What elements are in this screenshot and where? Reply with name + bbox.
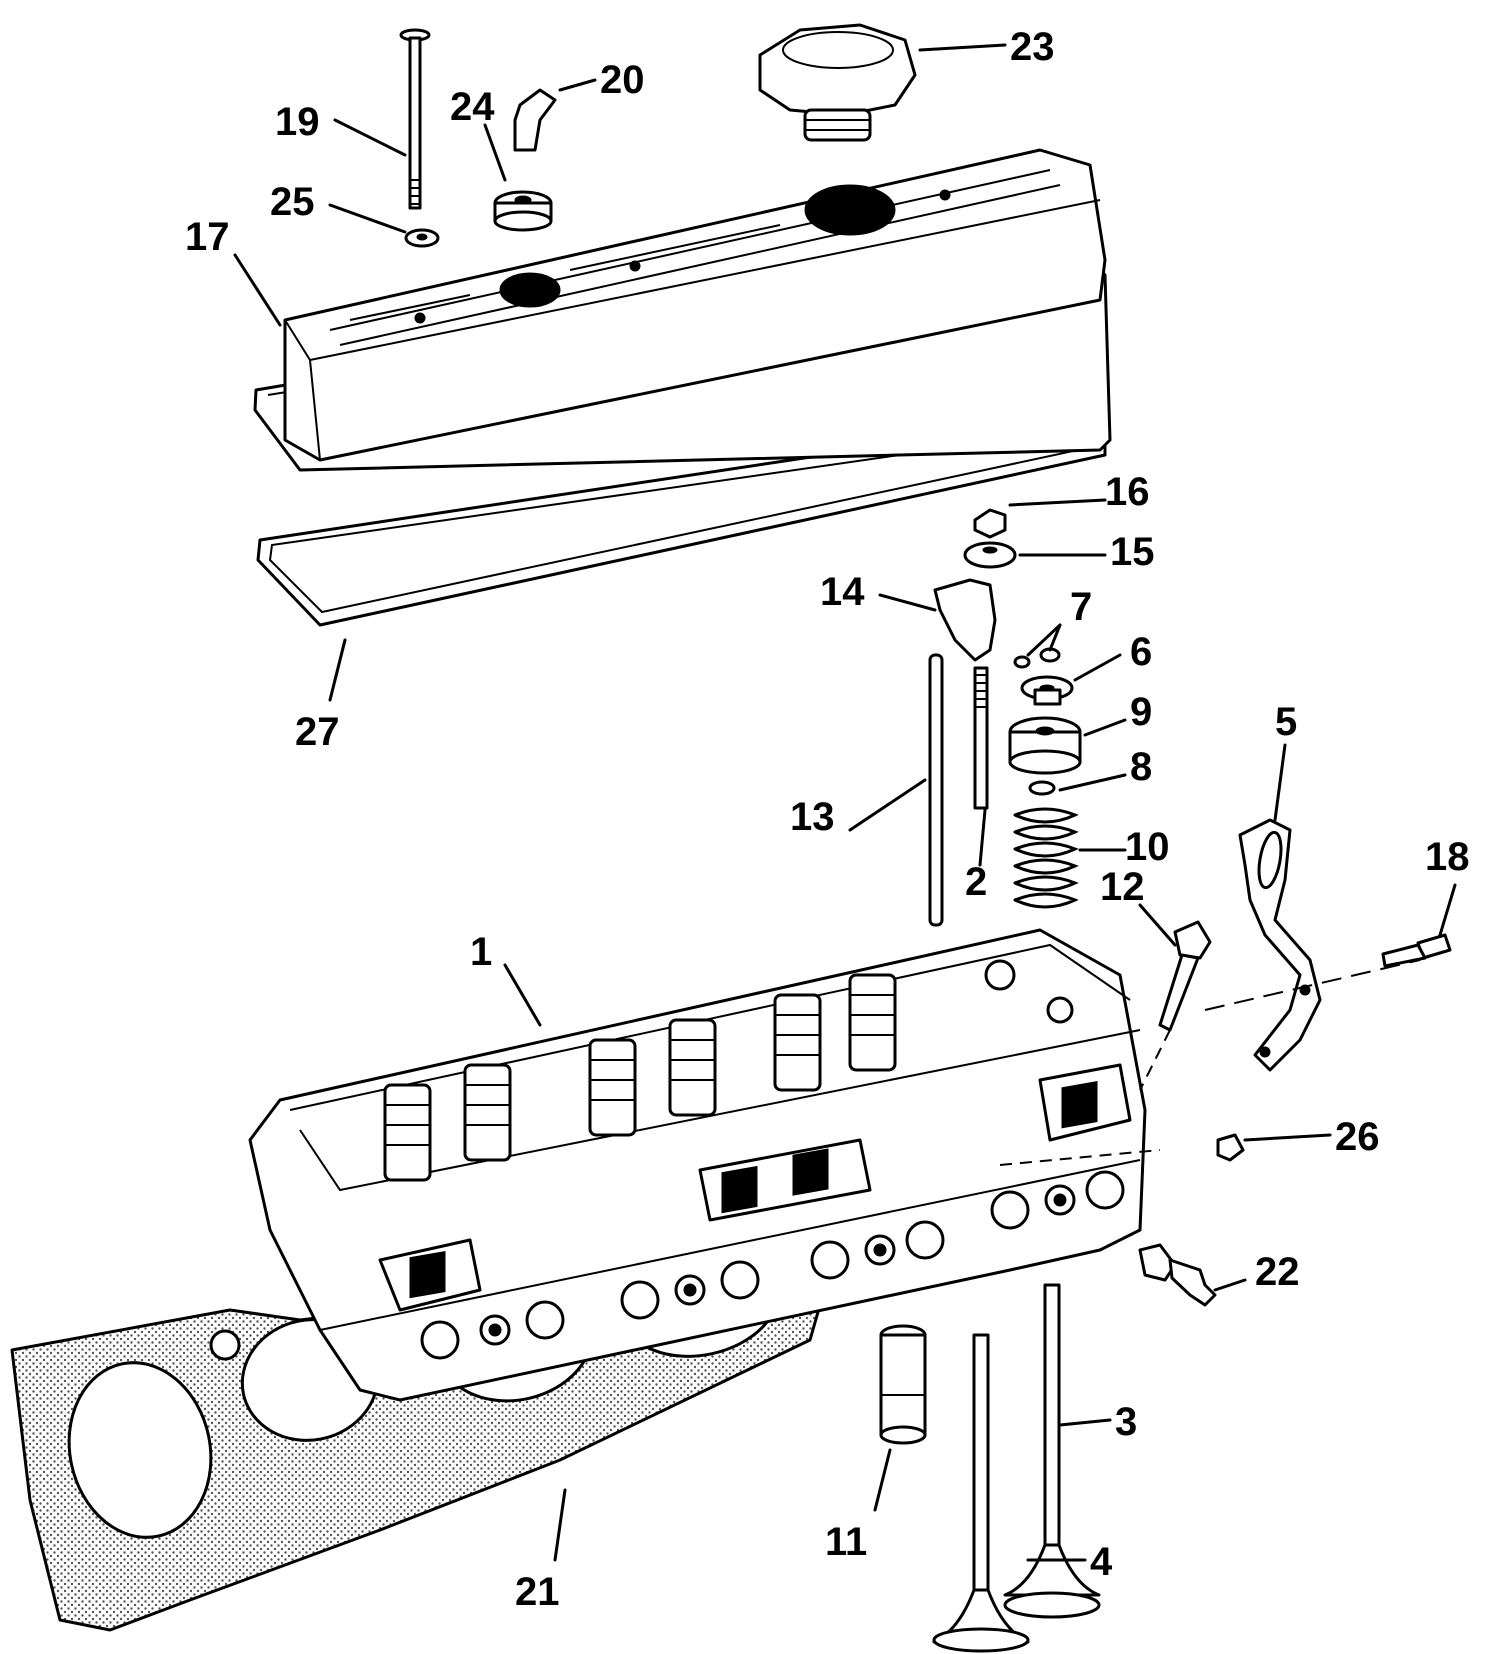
rocker-ball [963, 541, 1017, 569]
oil-filler-cap [758, 23, 917, 142]
plug-nut [1216, 1133, 1245, 1162]
callout-11: 11 [825, 1520, 867, 1564]
callout-21: 21 [515, 1570, 560, 1614]
callout-9: 9 [1130, 690, 1152, 734]
callout-1: 1 [470, 930, 492, 974]
callout-6: 6 [1130, 630, 1152, 674]
valve-4 [932, 1333, 1030, 1653]
callout-19: 19 [275, 100, 320, 144]
valve-lifter [879, 1324, 927, 1445]
callout-16: 16 [1105, 470, 1150, 514]
grommet [493, 190, 553, 232]
callout-8: 8 [1130, 745, 1152, 789]
callout-5: 5 [1275, 700, 1297, 744]
callout-4: 4 [1090, 1540, 1113, 1584]
pushrod [928, 653, 944, 927]
rocker-arm [933, 578, 997, 662]
washer-25 [404, 228, 440, 248]
callout-20: 20 [600, 58, 645, 102]
callout-10: 10 [1125, 825, 1170, 869]
callout-14: 14 [820, 570, 865, 614]
valve-seal-ring [1028, 780, 1056, 796]
callout-27: 27 [295, 710, 340, 754]
valve-oil-shield [1008, 716, 1082, 775]
valve-spring [1013, 807, 1079, 909]
callout-25: 25 [270, 180, 315, 224]
callout-26: 26 [1335, 1115, 1380, 1159]
callout-labels: 1 2 3 4 5 6 7 8 9 10 11 12 13 14 15 16 1… [185, 25, 1470, 1614]
spring-retainer [1020, 675, 1074, 706]
callout-7: 7 [1070, 585, 1092, 629]
callout-13: 13 [790, 795, 835, 839]
valve-3 [1003, 1283, 1101, 1619]
callout-24: 24 [450, 85, 495, 129]
callout-15: 15 [1110, 530, 1155, 574]
callout-3: 3 [1115, 1400, 1137, 1444]
callout-17: 17 [185, 215, 230, 259]
bracket-bolt [1381, 933, 1452, 968]
callout-23: 23 [1010, 25, 1055, 69]
temperature-sender [1138, 1243, 1217, 1307]
callout-18: 18 [1425, 835, 1470, 879]
rocker-stud [973, 666, 989, 810]
elbow-fitting [513, 88, 557, 152]
valve-keepers [1013, 647, 1061, 669]
cover-bolt [399, 28, 431, 210]
rocker-nut [973, 508, 1007, 539]
leader-lines [233, 43, 1457, 1562]
cylinder-head [248, 928, 1147, 1402]
mounting-bracket [1238, 818, 1322, 1072]
callout-22: 22 [1255, 1250, 1300, 1294]
callout-2: 2 [965, 860, 987, 904]
callout-12: 12 [1100, 865, 1145, 909]
valve-cover [253, 148, 1112, 472]
